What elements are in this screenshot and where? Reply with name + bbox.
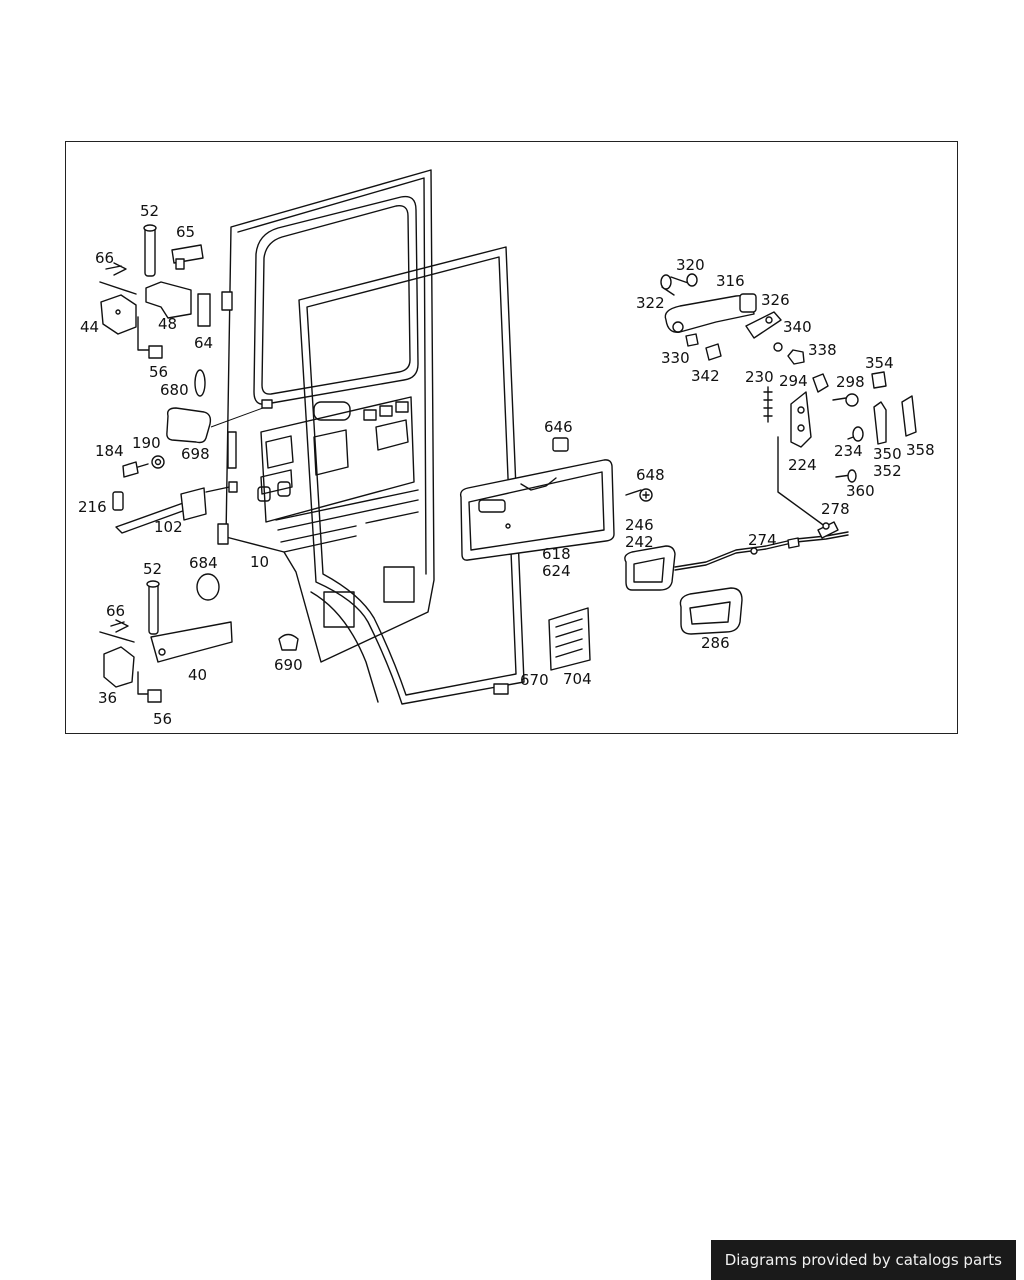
door-shell: [217, 169, 435, 663]
label-338: 338: [808, 341, 837, 359]
part-labels: 52 65 66 44 48 64 56 680 698 184 190 216…: [78, 202, 935, 728]
footer-text: Diagrams provided by catalogs parts: [724, 1251, 1002, 1269]
label-274: 274: [748, 531, 777, 549]
label-216: 216: [78, 498, 107, 516]
grille: [548, 607, 591, 671]
label-10: 10: [250, 553, 269, 571]
label-340: 340: [783, 318, 812, 336]
check-strap-group: [112, 455, 238, 534]
label-342: 342: [691, 367, 720, 385]
label-230: 230: [745, 368, 774, 386]
exterior-handle-group: [660, 273, 805, 365]
label-64: 64: [194, 334, 213, 352]
door-seal: [298, 246, 525, 705]
label-40: 40: [188, 666, 207, 684]
label-246: 246: [625, 516, 654, 534]
label-286: 286: [701, 634, 730, 652]
label-224: 224: [788, 456, 817, 474]
label-316: 316: [716, 272, 745, 290]
label-56b: 56: [153, 710, 172, 728]
label-330: 330: [661, 349, 690, 367]
label-352: 352: [873, 462, 902, 480]
label-322: 322: [636, 294, 665, 312]
label-350: 350: [873, 445, 902, 463]
interior-handle-group: [624, 521, 849, 635]
label-36: 36: [98, 689, 117, 707]
label-65: 65: [176, 223, 195, 241]
label-698: 698: [181, 445, 210, 463]
label-44: 44: [80, 318, 99, 336]
upper-hinge-group: [99, 224, 273, 444]
label-326: 326: [761, 291, 790, 309]
label-670: 670: [520, 671, 549, 689]
label-190: 190: [132, 434, 161, 452]
label-618: 618: [542, 545, 571, 563]
label-358: 358: [906, 441, 935, 459]
label-648: 648: [636, 466, 665, 484]
label-624: 624: [542, 562, 571, 580]
label-278: 278: [821, 500, 850, 518]
label-680: 680: [160, 381, 189, 399]
label-48: 48: [158, 315, 177, 333]
label-360: 360: [846, 482, 875, 500]
label-684: 684: [189, 554, 218, 572]
clip-and-screw: [493, 437, 653, 695]
label-184: 184: [95, 442, 124, 460]
lower-hinge-group: [99, 573, 299, 703]
trim-panel: [459, 459, 615, 561]
label-704: 704: [563, 670, 592, 688]
lock-mechanism-group: [763, 371, 917, 528]
label-52: 52: [140, 202, 159, 220]
label-646: 646: [544, 418, 573, 436]
label-294: 294: [779, 372, 808, 390]
label-690: 690: [274, 656, 303, 674]
label-298: 298: [836, 373, 865, 391]
label-66: 66: [95, 249, 114, 267]
label-52b: 52: [143, 560, 162, 578]
label-234: 234: [834, 442, 863, 460]
footer-banner: Diagrams provided by catalogs parts: [710, 1240, 1016, 1280]
door-parts-diagram: 52 65 66 44 48 64 56 680 698 184 190 216…: [78, 169, 935, 728]
label-320: 320: [676, 256, 705, 274]
label-56: 56: [149, 363, 168, 381]
label-242: 242: [625, 533, 654, 551]
parts-diagram-frame: 52 65 66 44 48 64 56 680 698 184 190 216…: [65, 141, 958, 734]
label-354: 354: [865, 354, 894, 372]
label-66b: 66: [106, 602, 125, 620]
label-102: 102: [154, 518, 183, 536]
